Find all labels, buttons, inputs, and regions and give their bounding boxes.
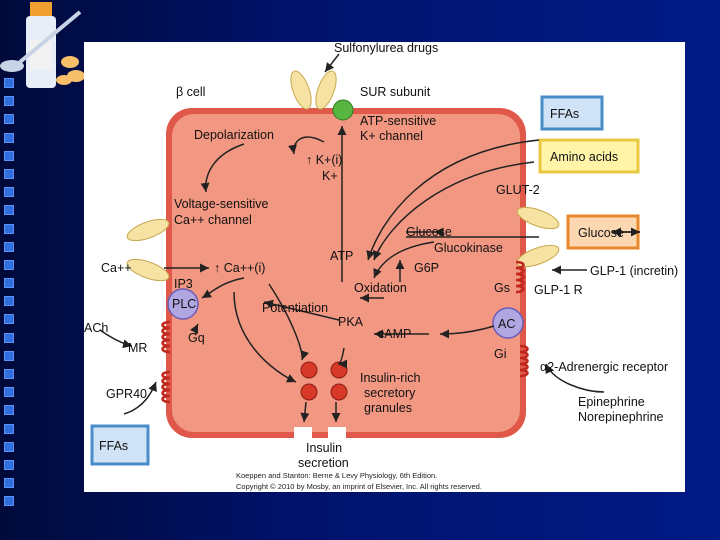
- ac-circle: [492, 307, 524, 339]
- glp1-receptor: [515, 260, 525, 294]
- granules-label-2: secretory: [364, 386, 416, 400]
- glucose-box-label: Glucose: [578, 226, 624, 240]
- credit-line-1: Koeppen and Stanton: Berne & Levy Physio…: [236, 471, 437, 480]
- ca-channel-top: [126, 218, 170, 242]
- insulin-secretion-label-1: Insulin: [306, 441, 342, 455]
- sur-subunit-label: SUR subunit: [360, 85, 431, 99]
- glut2-bottom: [516, 244, 560, 268]
- decorative-square-column: [4, 78, 18, 515]
- amino-acids-label: Amino acids: [550, 150, 618, 164]
- katp-channel-left: [290, 70, 312, 110]
- granule-1: [300, 361, 318, 379]
- granules-label-1: Insulin-rich: [360, 371, 420, 385]
- norepinephrine-label: Norepinephrine: [578, 410, 664, 424]
- beta-cell-label: β cell: [176, 85, 205, 99]
- gpr40-receptor: [161, 370, 171, 404]
- ffas-bottom-box: [90, 424, 150, 466]
- granule-4: [330, 383, 348, 401]
- alpha2-receptor: [519, 344, 529, 378]
- medicine-graphic: [0, 2, 85, 88]
- gi-label: Gi: [494, 347, 507, 361]
- ca-external-label: Ca++: [101, 261, 132, 275]
- sur-subunit-ball: [332, 99, 354, 121]
- k-internal-label: ↑ K+(i): [306, 153, 342, 167]
- ip3-label: IP3: [174, 277, 193, 291]
- katp-label-1: ATP-sensitive: [360, 114, 436, 128]
- gs-label: Gs: [494, 281, 510, 295]
- glucokinase-label: Glucokinase: [434, 241, 503, 255]
- plc-circle: [167, 288, 199, 320]
- glut2-top: [516, 206, 560, 230]
- katp-label-2: K+ channel: [360, 129, 423, 143]
- pills-icon: [56, 56, 85, 85]
- sulfonylurea-label: Sulfonylurea drugs: [334, 42, 438, 55]
- glut2-label: GLUT-2: [496, 183, 540, 197]
- epinephrine-label: Epinephrine: [578, 395, 645, 409]
- ca-internal-label: ↑ Ca++(i): [214, 261, 265, 275]
- ffas-top-label: FFAs: [550, 107, 579, 121]
- pathway-arrows: [99, 53, 640, 423]
- glp1r-label: GLP-1 R: [534, 283, 583, 297]
- oxidation-label: Oxidation: [354, 281, 407, 295]
- vscc-label-1: Voltage-sensitive: [174, 197, 269, 211]
- cell-body: [172, 114, 520, 432]
- atp-label: ATP: [330, 249, 353, 263]
- ffas-bottom-label: FFAs: [99, 439, 128, 453]
- glucose-internal-label: Glucose: [406, 225, 452, 239]
- spoon-icon: [0, 10, 82, 72]
- ach-label: ACh: [84, 321, 108, 335]
- mr-receptor: [161, 320, 171, 354]
- gpr40-label: GPR40: [106, 387, 147, 401]
- ffas-top-box: [540, 95, 604, 131]
- camp-label: cAMP: [378, 327, 411, 341]
- plc-label: PLC: [172, 297, 196, 311]
- glp1-label: GLP-1 (incretin): [590, 264, 678, 278]
- k-plus-label: K+: [322, 169, 338, 183]
- g6p-label: G6P: [414, 261, 439, 275]
- beta-cell-diagram: Sulfonylurea drugs β cell SUR subunit AT…: [84, 41, 678, 491]
- granule-3: [300, 383, 318, 401]
- ca-channel-bottom: [126, 258, 170, 282]
- potentiation-label: Potentiation: [262, 301, 328, 315]
- pka-label: PKA: [338, 315, 364, 329]
- alpha2-label: α2-Adrenergic receptor: [540, 360, 668, 374]
- insulin-secretion-label-2: secretion: [298, 456, 349, 470]
- gq-label: Gq: [188, 331, 205, 345]
- vscc-label-2: Ca++ channel: [174, 213, 252, 227]
- amino-acids-box: [538, 138, 640, 174]
- ac-label: AC: [498, 317, 515, 331]
- diagram-panel: Sulfonylurea drugs β cell SUR subunit AT…: [84, 41, 685, 492]
- mr-label: MR: [128, 341, 147, 355]
- credit-line-2: Copyright © 2010 by Mosby, an imprint of…: [236, 482, 482, 491]
- granules-label-3: granules: [364, 401, 412, 415]
- depolarization-label: Depolarization: [194, 128, 274, 142]
